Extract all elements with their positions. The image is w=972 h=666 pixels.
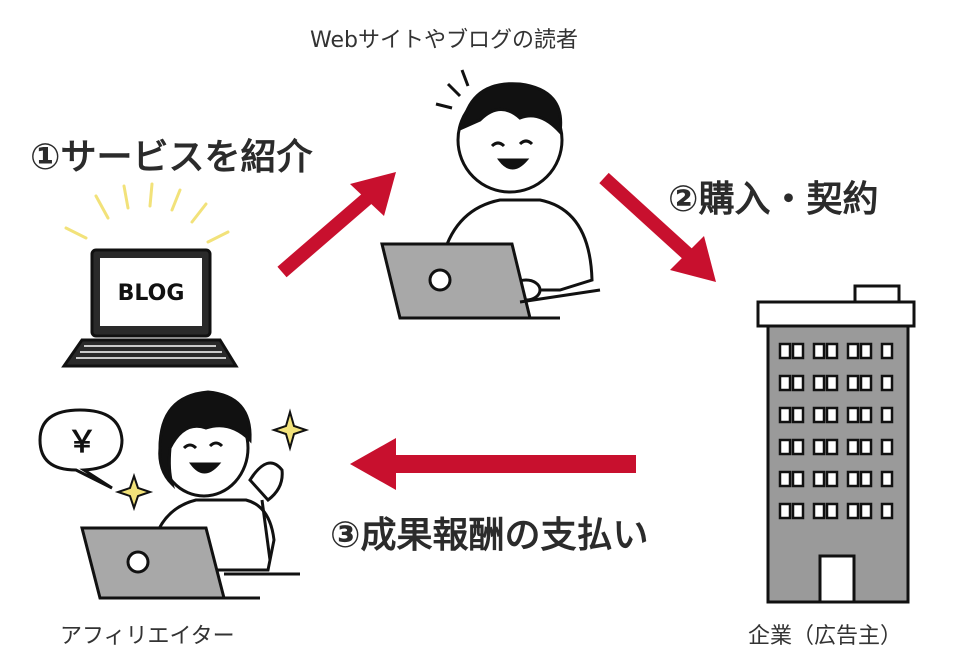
sparkle-lines bbox=[64, 182, 230, 244]
step1-label: ①サービスを紹介 bbox=[30, 137, 313, 178]
company-label: 企業（広告主） bbox=[748, 624, 903, 649]
affiliator-label: アフィリエイター bbox=[60, 624, 235, 649]
speech-bubble: ￥ bbox=[38, 408, 124, 490]
building-windows bbox=[778, 342, 894, 520]
affiliator-laptop bbox=[80, 526, 300, 600]
step3-label: ③成果報酬の支払い bbox=[330, 515, 649, 556]
blog-screen-text: BLOG bbox=[118, 281, 185, 306]
step2-label: ②購入・契約 bbox=[668, 179, 879, 220]
reader-label: Webサイトやブログの読者 bbox=[310, 28, 578, 53]
affiliator-sparkles bbox=[114, 408, 310, 512]
arrow-step1 bbox=[277, 172, 396, 278]
blog-laptop: BLOG bbox=[61, 182, 239, 368]
affiliator-person bbox=[148, 390, 284, 572]
arrow-step3 bbox=[350, 438, 636, 490]
yen-sign: ￥ bbox=[67, 425, 97, 460]
company-building bbox=[756, 284, 916, 604]
arrow-step2 bbox=[599, 172, 716, 282]
reader-laptop bbox=[380, 242, 601, 320]
